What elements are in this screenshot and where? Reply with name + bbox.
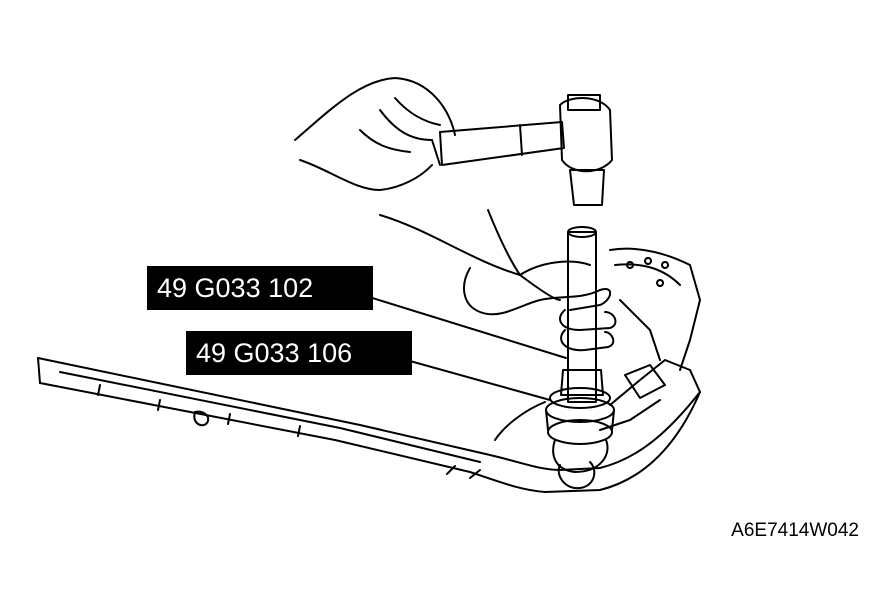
lower-hand (379, 209, 617, 352)
knuckle-structure (609, 247, 701, 399)
leader-line-1 (352, 291, 567, 359)
tool-callout-49-g033-102: 49 G033 102 (147, 266, 373, 310)
leader-line-2 (391, 355, 551, 401)
upper-hand (294, 77, 456, 191)
hammer (439, 94, 613, 206)
installer-tool (560, 226, 604, 403)
bushing (545, 387, 615, 473)
tool-callout-49-g033-106: 49 G033 106 (186, 331, 412, 375)
figure-id: A6E7414W042 (731, 520, 859, 541)
lower-arm (37, 357, 701, 493)
